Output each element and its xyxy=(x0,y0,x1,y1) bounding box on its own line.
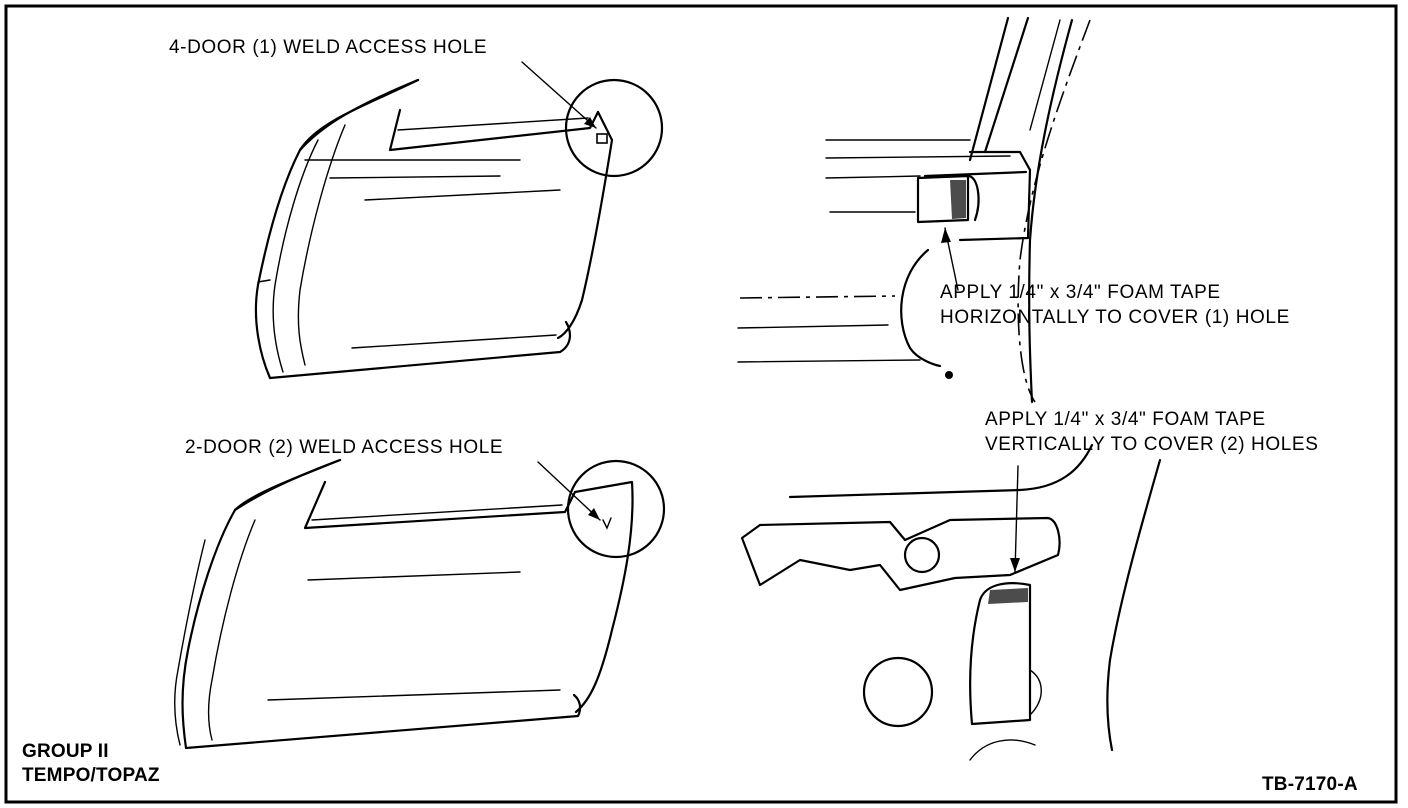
vertical-tape-detail xyxy=(740,443,1162,761)
four-door-label: 4-DOOR (1) WELD ACCESS HOLE xyxy=(169,37,488,58)
group-label-line1: GROUP II xyxy=(22,741,109,762)
two-door-panel-drawing xyxy=(174,458,666,750)
four-door-panel-drawing xyxy=(254,61,664,380)
border xyxy=(4,4,1398,804)
horizontal-tape-detail xyxy=(737,16,1091,404)
vertical-tape-label-line2: VERTICALLY TO COVER (2) HOLES xyxy=(985,434,1319,455)
vertical-tape-label-line1: APPLY 1/4" x 3/4" FOAM TAPE xyxy=(985,409,1266,430)
group-label-line2: TEMPO/TOPAZ xyxy=(22,765,160,786)
two-door-label: 2-DOOR (2) WELD ACCESS HOLE xyxy=(185,437,504,458)
horizontal-tape-label-line2: HORIZONTALLY TO COVER (1) HOLE xyxy=(940,307,1290,328)
horizontal-tape-label-line1: APPLY 1/4" x 3/4" FOAM TAPE xyxy=(940,282,1221,303)
figure-id: TB-7170-A xyxy=(1262,774,1358,795)
